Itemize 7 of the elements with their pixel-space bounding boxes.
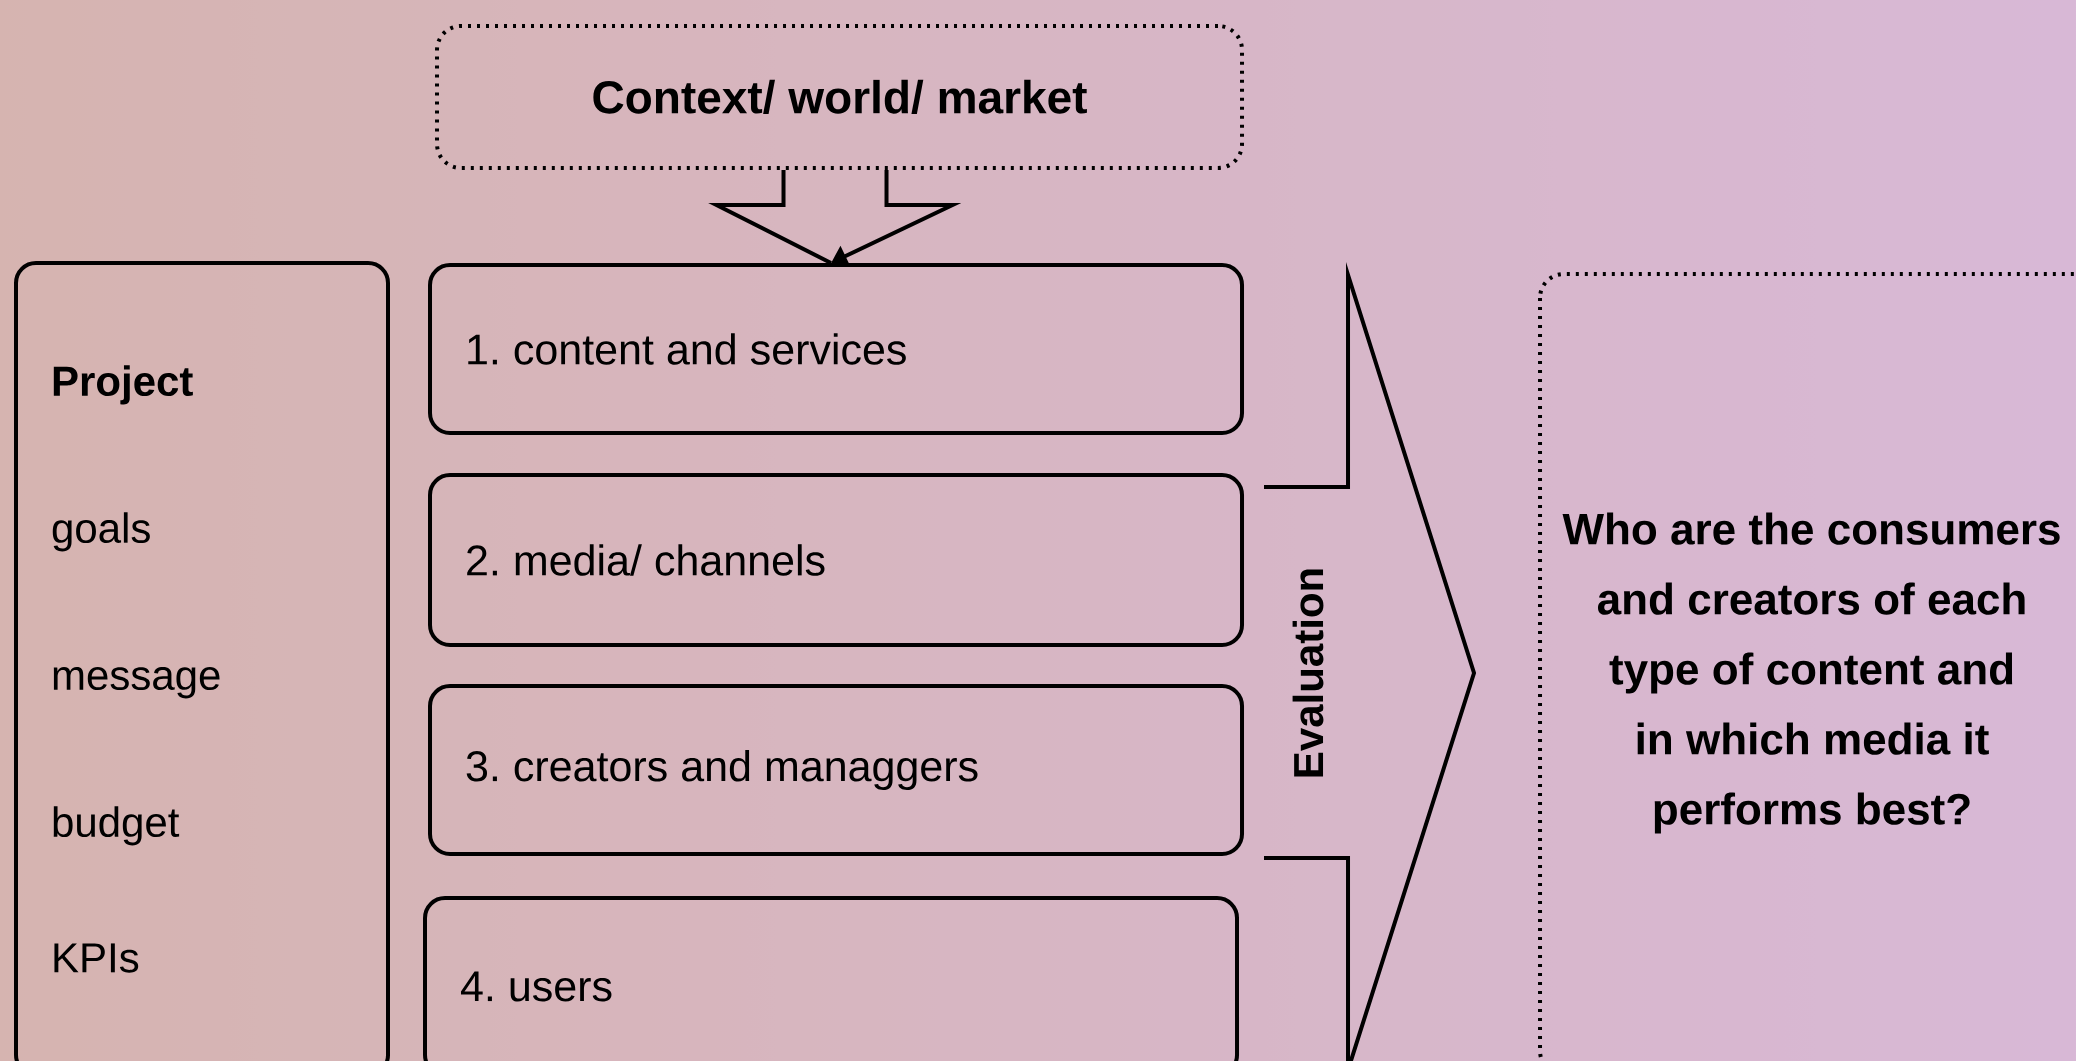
step-box: 4. users — [423, 896, 1239, 1061]
context-box: Context/ world/ market — [435, 24, 1244, 170]
step-box: 3. creators and managgers — [428, 684, 1244, 856]
step-box: 2. media/ channels — [428, 473, 1244, 647]
step-box: 1. content and services — [428, 263, 1244, 435]
project-box: Project goals message budget KPIs — [14, 261, 390, 1061]
question-box: Who are the consumers and creators of each type of content and in which media it performs best? — [1538, 272, 2076, 1061]
